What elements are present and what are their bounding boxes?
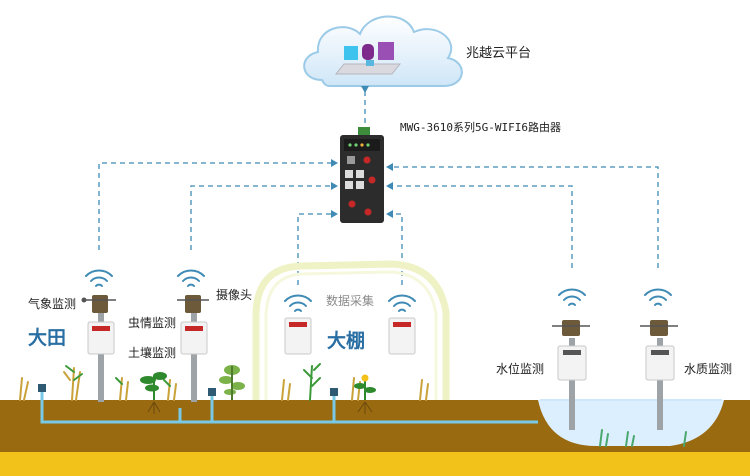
irrigation-pipe [40, 390, 538, 424]
wifi-signal-icon [644, 288, 672, 306]
wifi-signal-icon [284, 294, 312, 312]
greenhouse-frame [252, 260, 450, 400]
data-collection-label: 数据采集 [326, 294, 375, 308]
monitoring-station-icon [177, 295, 209, 402]
pond [538, 400, 724, 446]
crop-plant-icon [19, 363, 687, 447]
greenhouse-area-label: 大棚 [327, 330, 366, 352]
wifi-signal-icon [388, 294, 416, 312]
ground [0, 399, 750, 476]
wifi-signal-icon [177, 269, 205, 287]
router-icon [340, 127, 384, 223]
water-quality-label: 水质监测 [684, 362, 733, 376]
cloud-platform-label: 兆越云平台 [466, 46, 532, 61]
soil-monitoring-label: 土壤监测 [128, 346, 177, 360]
water-level-label: 水位监测 [496, 362, 545, 376]
weather-monitoring-label: 气象监测 [28, 297, 77, 311]
field-area-label: 大田 [28, 327, 67, 349]
monitoring-station-icon [552, 320, 590, 430]
monitoring-station-icon [81, 295, 116, 402]
monitoring-station-icon [640, 320, 678, 430]
device-links [98, 159, 659, 285]
wifi-signal-icon [85, 269, 113, 287]
pest-monitoring-label: 虫情监测 [128, 316, 177, 330]
cloud-icon [303, 15, 463, 87]
camera-label: 摄像头 [216, 288, 253, 302]
monitoring-station-icon [284, 317, 416, 355]
wifi-signal-icon [558, 288, 586, 306]
plant-roots [147, 401, 373, 414]
sprinkler-icon [38, 384, 338, 396]
router-label: MWG-3610系列5G-WIFI6路由器 [400, 121, 561, 134]
